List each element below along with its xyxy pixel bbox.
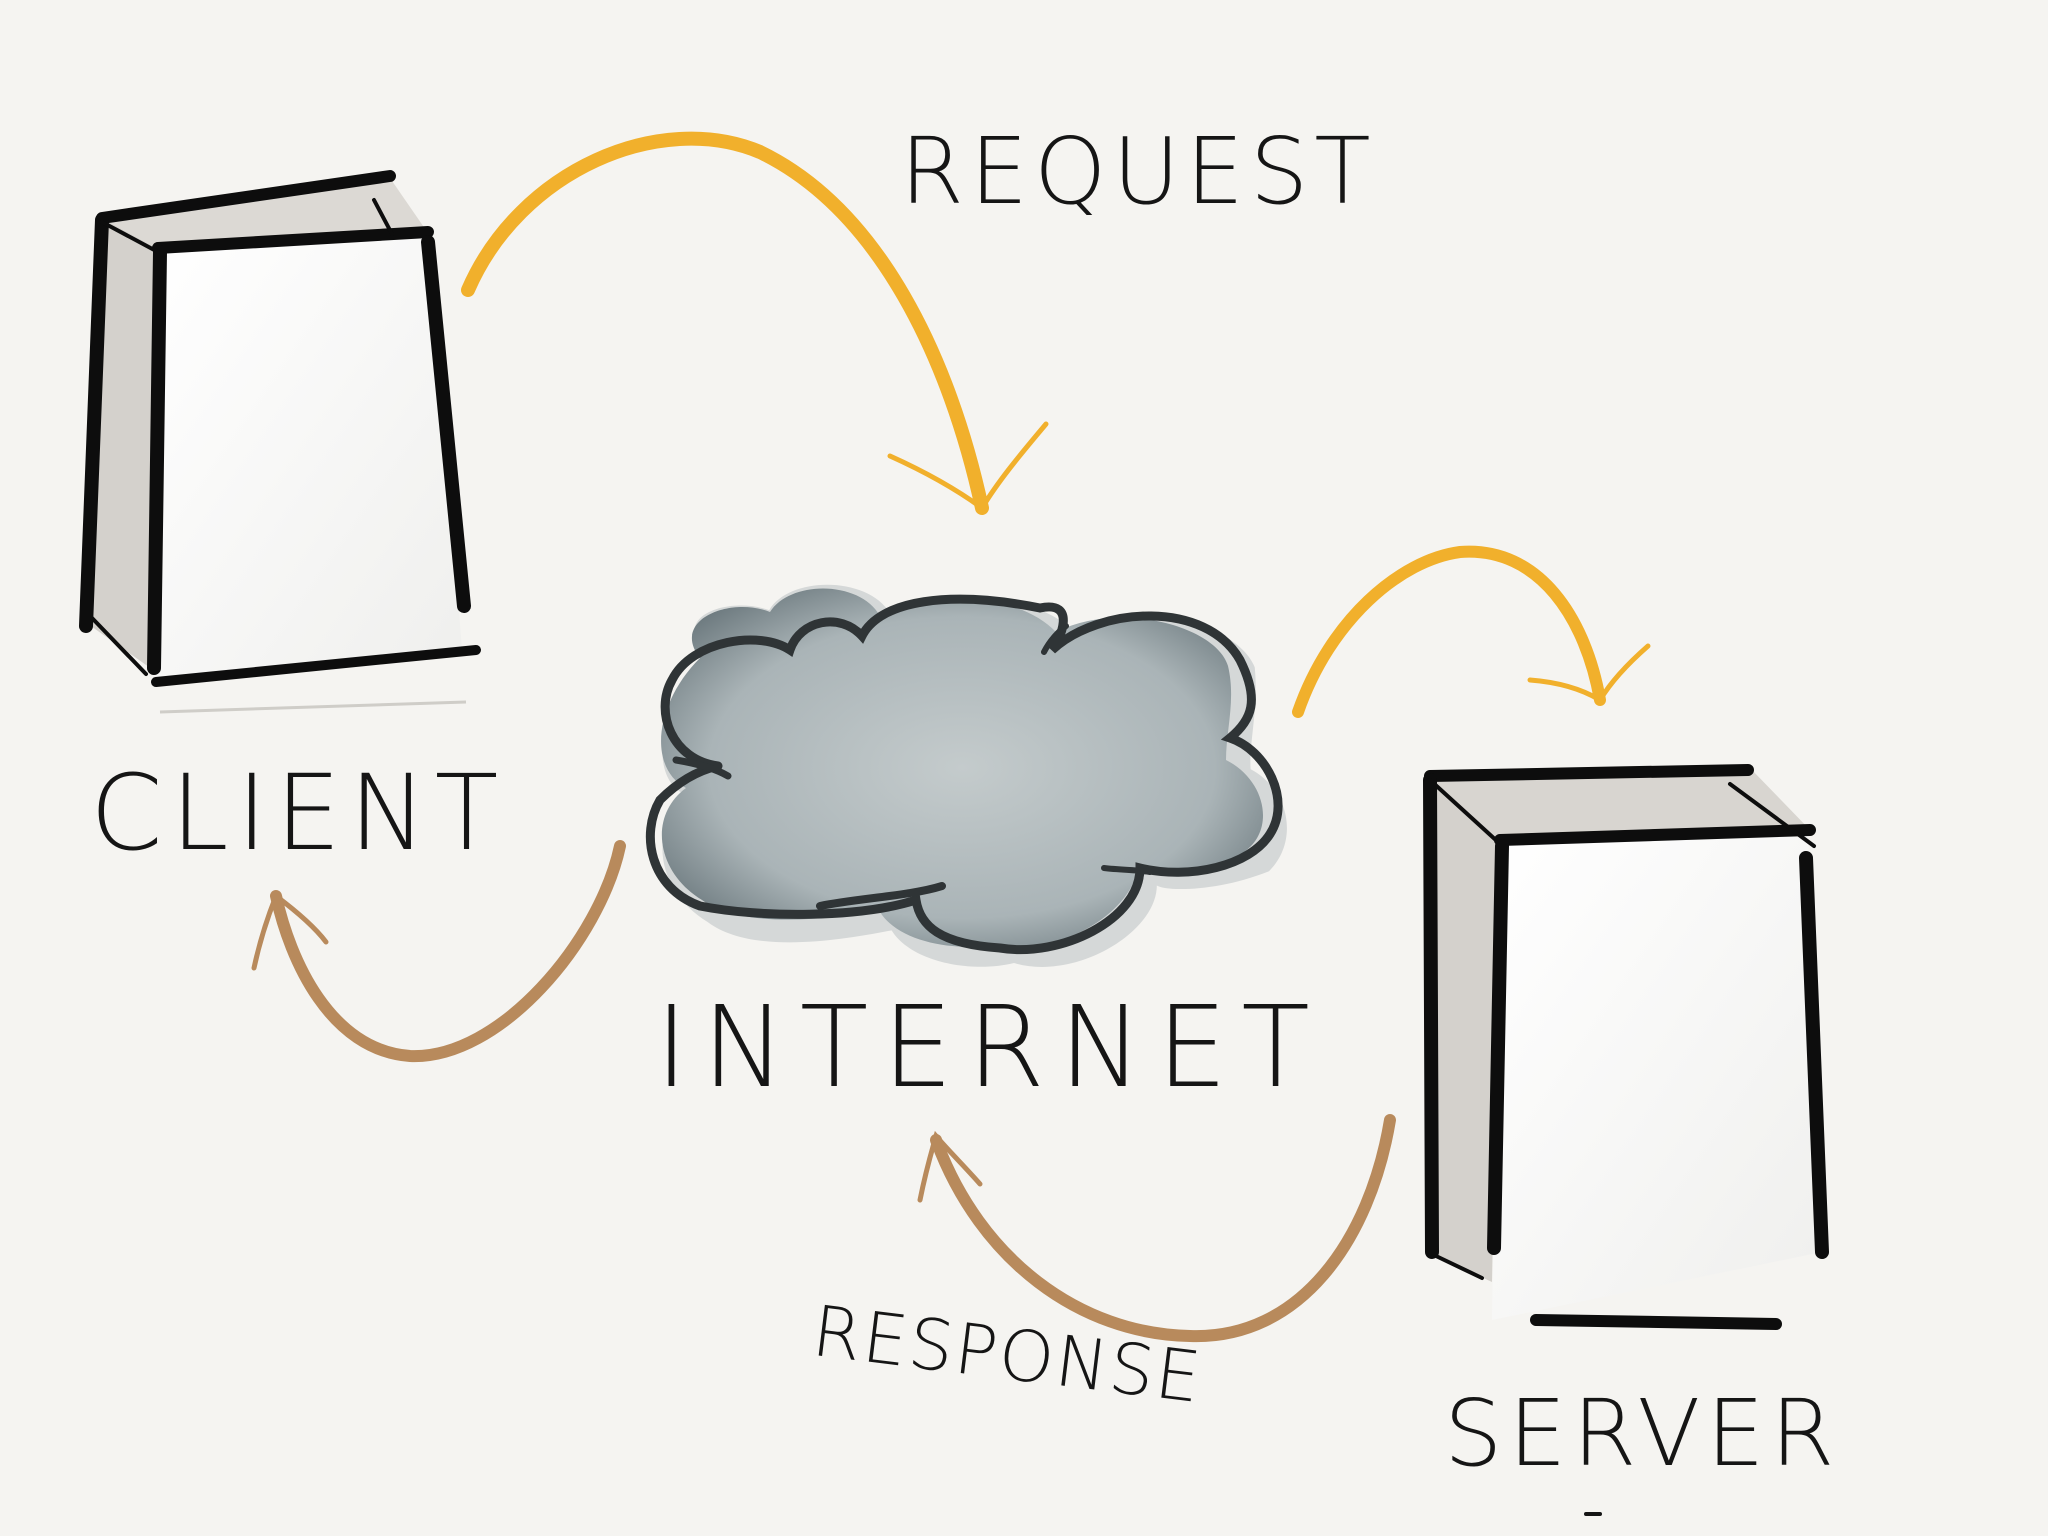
- server-edge-top: [1424, 764, 1754, 782]
- request-arrow-client-to-internet: [461, 131, 1049, 515]
- cloud-outline: [645, 594, 1283, 955]
- client-edge-inner-left: [147, 245, 167, 675]
- client-device: [79, 170, 481, 714]
- client-shadow: [159, 700, 467, 714]
- client-edge-top-inner: [152, 226, 434, 254]
- request-arrow-2-shaft: [1292, 545, 1606, 718]
- client-label: CLIENT: [90, 752, 507, 874]
- server-edge-right: [1799, 851, 1829, 1259]
- response-arrow-internet-to-client: [251, 840, 626, 1063]
- server-edge-diag-right: [1728, 782, 1816, 848]
- response-arrow-2-shaft: [930, 1114, 1396, 1343]
- client-device-screen: [156, 236, 462, 682]
- server-device: [1423, 764, 1829, 1330]
- server-edge-bottom: [1530, 1314, 1782, 1330]
- request-arrow-1-shaft: [461, 131, 989, 515]
- client-edge-right: [421, 235, 471, 613]
- cloud-outline-inner-right: [1101, 865, 1153, 875]
- server-edge-inner-left: [1487, 839, 1509, 1255]
- internet-cloud: [645, 584, 1287, 967]
- internet-label: INTERNET: [655, 983, 1324, 1113]
- response-arrow-2-head: [917, 1130, 983, 1203]
- client-edge-diag-top: [100, 220, 160, 254]
- cloud-outline-inner-top: [1041, 623, 1069, 655]
- client-edge-diag-bottom: [90, 616, 148, 676]
- response-arrow-server-to-internet: [917, 1114, 1396, 1343]
- request-arrow-1-head: [887, 421, 1049, 512]
- response-arrow-1-head: [251, 892, 329, 971]
- cloud-outline-inner-left: [672, 756, 732, 780]
- client-edge-top: [96, 170, 396, 224]
- client-device-side: [88, 218, 160, 672]
- server-edge-diag-top: [1428, 778, 1500, 844]
- request-arrow-2-head: [1527, 643, 1651, 704]
- server-edge-top-inner: [1494, 824, 1816, 846]
- request-arrow-internet-to-server: [1292, 545, 1651, 718]
- response-arrow-1-shaft: [270, 840, 626, 1063]
- server-device-screen: [1492, 832, 1822, 1320]
- client-edge-left: [79, 213, 109, 633]
- client-edge-bottom: [151, 645, 481, 687]
- request-label: REQUEST: [900, 118, 1377, 225]
- cloud-body: [661, 588, 1264, 947]
- server-edge-left: [1423, 773, 1439, 1259]
- server-device-top: [1428, 768, 1812, 842]
- cloud-outline-inner-bottom: [816, 882, 946, 910]
- server-label: SERVER: [1444, 1380, 1841, 1487]
- server-edge-diag-bottom: [1434, 1254, 1484, 1280]
- client-edge-diag-right: [372, 198, 394, 236]
- server-device-side: [1428, 778, 1500, 1282]
